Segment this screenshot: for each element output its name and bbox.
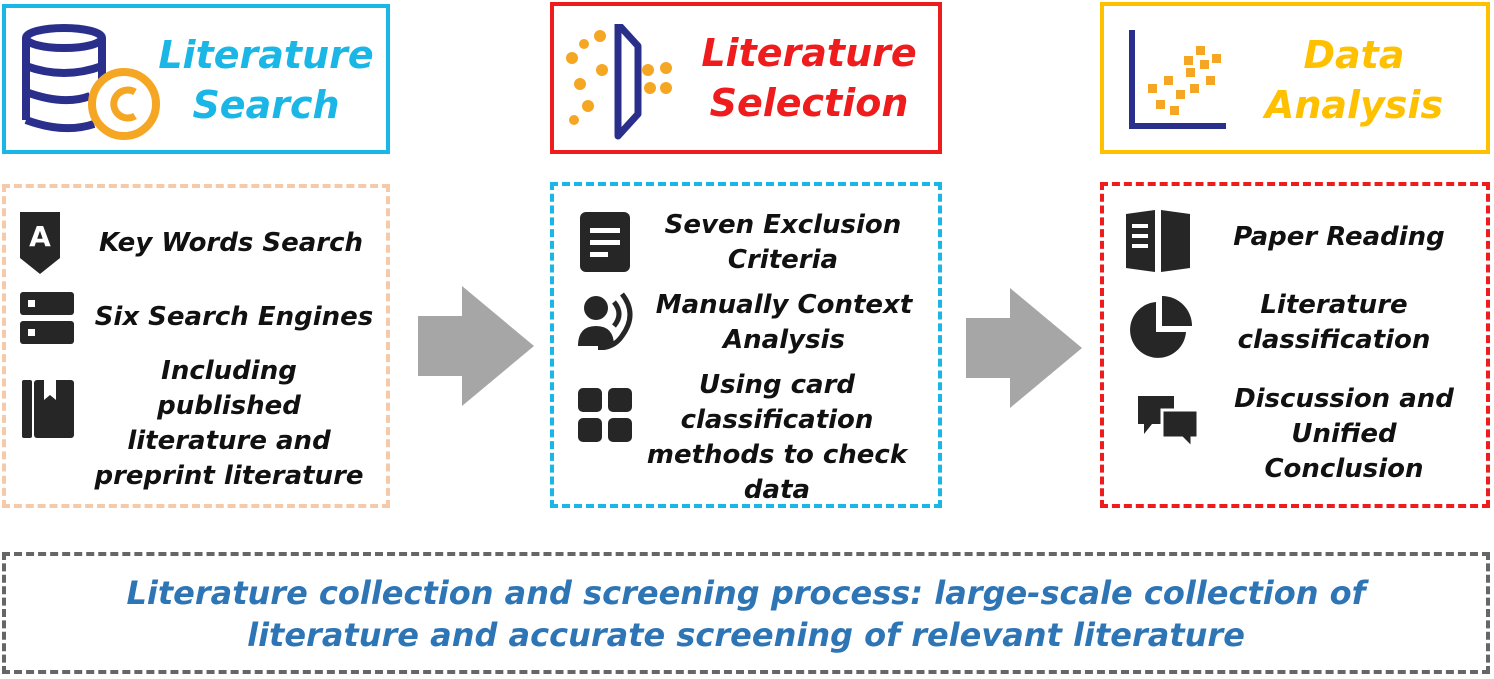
grid-icon xyxy=(578,388,632,446)
item-line: Including xyxy=(161,356,297,386)
database-coin-icon xyxy=(20,20,160,144)
item-line: Six Search Engines xyxy=(94,302,374,332)
item-line: preprint literature xyxy=(94,461,364,491)
column-title: Data Analysis xyxy=(1234,30,1474,130)
item-key-words-search: Key Words Search xyxy=(78,226,384,261)
body-box-data-analysis: Paper Reading Literature classification … xyxy=(1100,182,1490,508)
item-using-card-classification: Using card classification methods to che… xyxy=(624,368,930,508)
person-speaking-icon xyxy=(578,290,636,354)
column-title: Literature Selection xyxy=(684,28,934,128)
column-title-line-1: Literature xyxy=(158,33,374,77)
chat-bubbles-icon xyxy=(1136,394,1200,454)
header-box-literature-search: Literature Search xyxy=(2,4,390,154)
item-line: classification xyxy=(680,405,874,435)
item-line: literature and xyxy=(127,426,331,456)
pie-chart-icon xyxy=(1126,294,1194,366)
server-icon xyxy=(20,292,74,348)
svg-text:A: A xyxy=(29,220,51,253)
body-box-literature-selection: Seven Exclusion Criteria Manually Contex… xyxy=(550,182,942,508)
footer-summary-box: Literature collection and screening proc… xyxy=(2,552,1490,674)
scatter-chart-icon xyxy=(1126,30,1230,138)
item-discussion-unified-conclusion: Discussion and Unified Conclusion xyxy=(1214,382,1474,487)
item-line: Discussion and xyxy=(1234,384,1454,414)
item-line: Analysis xyxy=(723,325,845,355)
column-title-line-2: Analysis xyxy=(1264,83,1444,127)
item-line: Literature xyxy=(1260,290,1408,320)
item-line: Key Words Search xyxy=(98,228,364,258)
column-title-line-2: Selection xyxy=(709,81,909,125)
column-title-line-1: Literature xyxy=(701,31,917,75)
item-line: Seven Exclusion xyxy=(664,210,902,240)
footer-summary-text: Literature collection and screening proc… xyxy=(6,572,1486,656)
header-box-data-analysis: Data Analysis xyxy=(1100,2,1490,154)
item-line: Using card xyxy=(698,370,856,400)
item-line: Manually Context xyxy=(655,290,913,320)
item-line: Criteria xyxy=(727,245,839,275)
header-box-literature-selection: Literature Selection xyxy=(550,2,942,154)
item-six-search-engines: Six Search Engines xyxy=(78,300,390,335)
book-icon xyxy=(22,380,74,442)
item-manually-context-analysis: Manually Context Analysis xyxy=(632,288,936,358)
flow-arrow-1 xyxy=(418,286,534,410)
item-seven-exclusion-criteria: Seven Exclusion Criteria xyxy=(624,208,942,278)
item-line: methods to check xyxy=(646,440,908,470)
item-literature-classification: Literature classification xyxy=(1204,288,1464,358)
item-line: classification xyxy=(1237,325,1431,355)
body-box-literature-search: A Key Words Search Six Search Engines In… xyxy=(2,184,390,508)
letter-a-bookmark-icon: A xyxy=(20,212,60,278)
column-title: Literature Search xyxy=(146,30,386,130)
item-line: published xyxy=(157,391,301,421)
item-line: Unified xyxy=(1291,419,1397,449)
column-title-line-2: Search xyxy=(192,83,340,127)
flow-arrow-2 xyxy=(966,288,1082,412)
open-book-icon xyxy=(1126,210,1190,276)
document-icon xyxy=(580,212,630,276)
footer-line-2: literature and accurate screening of rel… xyxy=(247,616,1245,654)
column-title-line-1: Data xyxy=(1303,33,1405,77)
item-line: data xyxy=(743,475,811,505)
item-including-published: Including published literature and prepr… xyxy=(76,354,382,494)
funnel-filter-icon xyxy=(562,20,692,144)
item-paper-reading: Paper Reading xyxy=(1204,220,1474,255)
item-line: Paper Reading xyxy=(1233,222,1445,252)
item-line: Conclusion xyxy=(1264,454,1424,484)
footer-line-1: Literature collection and screening proc… xyxy=(126,574,1366,612)
